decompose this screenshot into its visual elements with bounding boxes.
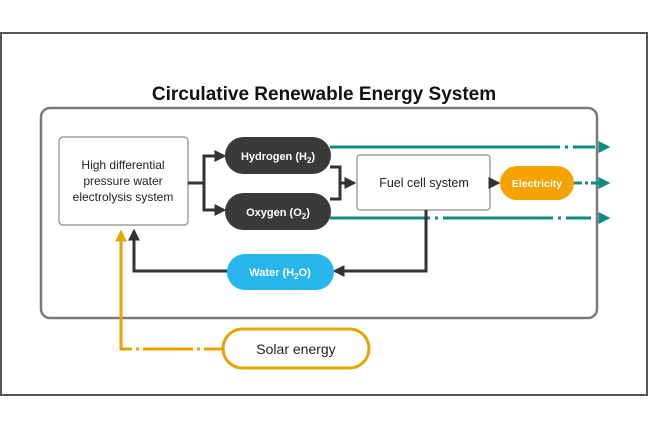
outer-frame — [0, 32, 648, 396]
electrolysis-output-arrows — [188, 150, 227, 216]
system-panel — [39, 106, 599, 320]
electrolysis-label-2: pressure water — [83, 174, 162, 188]
water-close: O) — [299, 267, 312, 279]
electrolysis-label-1: High differential — [81, 158, 164, 172]
svg-text:Hydrogen (H2): Hydrogen (H2) — [241, 151, 315, 165]
hydrogen-subscript: 2 — [307, 156, 312, 165]
electricity-label: Electricity — [512, 178, 562, 190]
hydrogen-close: ) — [311, 151, 315, 163]
diagram-title: Circulative Renewable Energy System — [152, 84, 496, 105]
electrolysis-label-3: electrolysis system — [73, 190, 174, 204]
electrolysis-node: High differential pressure water electro… — [58, 136, 189, 226]
solar-supply-line — [115, 229, 224, 351]
water-return-line — [128, 210, 428, 277]
hydrogen-label: Hydrogen (H — [241, 151, 307, 163]
oxygen-subscript: 2 — [302, 212, 307, 221]
oxygen-label: Oxygen (O — [246, 207, 302, 219]
solar-energy-node: Solar energy — [221, 327, 371, 370]
svg-text:Water (H2O): Water (H2O) — [249, 267, 311, 281]
water-subscript: 2 — [294, 272, 299, 281]
svg-text:Oxygen (O2): Oxygen (O2) — [246, 207, 310, 221]
oxygen-close: ) — [306, 207, 310, 219]
fuel-cell-node: Fuel cell system — [356, 154, 491, 211]
electricity-node: Electricity — [500, 166, 574, 200]
fuel-cell-input-arrows — [330, 165, 357, 201]
solar-energy-label: Solar energy — [256, 341, 335, 357]
oxygen-node: Oxygen (O2) — [225, 193, 331, 230]
hydrogen-node: Hydrogen (H2) — [225, 137, 331, 174]
fuel-cell-label: Fuel cell system — [379, 176, 469, 190]
water-node: Water (H2O) — [227, 254, 334, 290]
water-label: Water (H — [249, 267, 294, 279]
